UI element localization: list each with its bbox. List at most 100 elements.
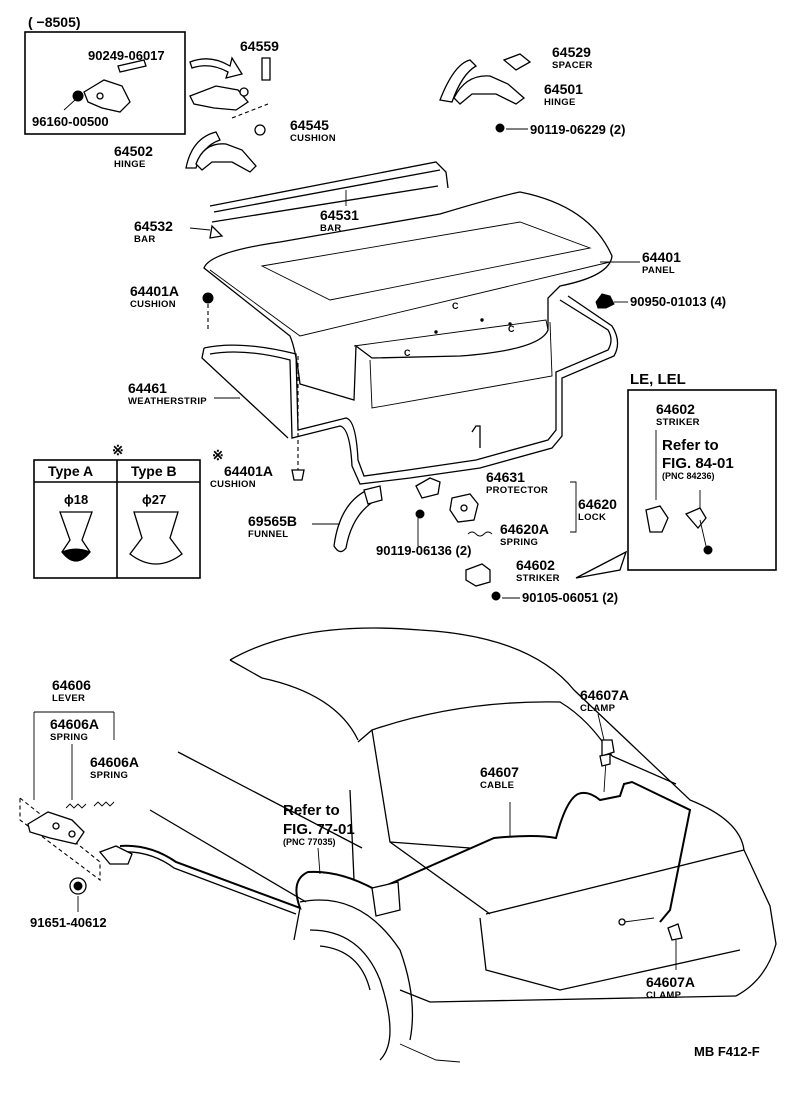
part-number-64529[interactable]: 64529: [552, 44, 591, 60]
spring-64606a-2: [93, 801, 115, 807]
le-part-number-64602[interactable]: 64602: [656, 401, 695, 417]
le-striker-drawing: [645, 505, 669, 533]
part-number-96160-00500[interactable]: 96160-00500: [32, 114, 109, 129]
cushion-64401a-top: [202, 292, 214, 304]
cable-64607: [117, 739, 692, 970]
part-number-64607a-top[interactable]: 64607A: [580, 687, 629, 703]
ref77-line1: Refer to: [283, 802, 340, 819]
lid-inner-panel: [369, 321, 553, 409]
le-lel-frame: [627, 389, 777, 571]
part-name-cushion-64545: CUSHION: [290, 133, 336, 144]
cushion-90950: [595, 293, 615, 309]
part-name-weatherstrip-64461: WEATHERSTRIP: [128, 396, 207, 407]
assembly-64559: 64559: [189, 38, 279, 119]
trunk-edge: [485, 849, 745, 915]
hinge-64502-body: [195, 143, 257, 173]
bolt-90105-06051: [491, 591, 501, 601]
bracket-hole: [239, 87, 249, 97]
inset-hole: [96, 92, 104, 100]
weatherstrip-outer: [203, 299, 612, 477]
door-seam: [349, 789, 355, 881]
part-name-spring-64620a: SPRING: [500, 537, 538, 548]
cushion-type-table: ※ Type A Type B ϕ18 ϕ27: [33, 442, 201, 579]
clamp-64607a-bottom: [667, 923, 683, 941]
part-number-64620a[interactable]: 64620A: [500, 521, 549, 537]
car-body-outline: [149, 627, 777, 1063]
ref77-line2[interactable]: FIG. 77-01: [283, 821, 355, 838]
part-number-64602[interactable]: 64602: [516, 557, 555, 573]
part-number-64606a-1[interactable]: 64606A: [50, 716, 99, 732]
part-name-funnel-69565b: FUNNEL: [248, 529, 288, 540]
car-roof-and-rear: [229, 627, 777, 997]
cable-end-bracket: [98, 845, 133, 865]
part-number-64461[interactable]: 64461: [128, 380, 167, 396]
asterisk-mark: ※: [212, 447, 224, 463]
lever-bracket-lines: [33, 711, 115, 800]
screw-91651-center: [73, 881, 83, 891]
part-number-91651-40612[interactable]: 91651-40612: [30, 915, 107, 930]
part-number-90119-06136[interactable]: 90119-06136 (2): [376, 543, 471, 558]
assembly-64401a-bottom: ※ 64401A CUSHION: [210, 447, 305, 490]
inset-hinge-bracket: [83, 79, 131, 113]
part-number-64532[interactable]: 64532: [134, 218, 173, 234]
part-number-90119-06229[interactable]: 90119-06229 (2): [530, 122, 625, 137]
lid-dot-1: [434, 330, 438, 334]
inset-arrow: [189, 56, 244, 79]
type-b-diameter: ϕ27: [142, 492, 166, 507]
trunk-lid-outer: [203, 191, 613, 401]
rear-window-top: [357, 701, 613, 757]
part-number-64620[interactable]: 64620: [578, 496, 617, 512]
bar-64531-upper: [209, 161, 449, 207]
spring-64606a-1: [65, 803, 87, 809]
le-striker-rod: [699, 519, 707, 547]
hinge-bracket-64559: [189, 85, 249, 111]
body-side-line: [149, 809, 307, 903]
body-side-upper: [177, 751, 363, 849]
type-b-header: Type B: [131, 463, 177, 479]
weatherstrip-inner: [209, 295, 619, 485]
part-number-64559[interactable]: 64559: [240, 38, 279, 54]
cable-sheath: [117, 851, 297, 915]
bolt-90119-06229: [495, 123, 505, 133]
part-number-64631[interactable]: 64631: [486, 469, 525, 485]
part-number-69565b[interactable]: 69565B: [248, 513, 297, 529]
part-number-64606a-2[interactable]: 64606A: [90, 754, 139, 770]
type-a-cushion-base: [61, 548, 91, 562]
le-ref-line2[interactable]: FIG. 84-01: [662, 455, 734, 472]
part-number-64531[interactable]: 64531: [320, 207, 359, 223]
type-table-mark: ※: [112, 442, 124, 458]
lock-assembly-64620: 64631 PROTECTOR 64620 LOCK 64620A SPRING…: [376, 469, 617, 558]
le-ref-line3: (PNC 84236): [662, 471, 715, 481]
part-name-spring-64606a-2: SPRING: [90, 770, 128, 781]
clamp-64607a-top: [601, 739, 615, 757]
part-number-64606[interactable]: 64606: [52, 677, 91, 693]
rear-bumper: [399, 989, 737, 1003]
part-number-64502[interactable]: 64502: [114, 143, 153, 159]
part-number-64607[interactable]: 64607: [480, 764, 519, 780]
part-number-64401a-bottom[interactable]: 64401A: [224, 463, 273, 479]
bolt-90249: [117, 59, 147, 73]
lid-dot-3: [508, 322, 512, 326]
part-number-64401a-top[interactable]: 64401A: [130, 283, 179, 299]
wheel-arch: [299, 899, 414, 1041]
part-name-spring-64606a-1: SPRING: [50, 732, 88, 743]
part-number-64545[interactable]: 64545: [290, 117, 329, 133]
cable-guide-bracket: [371, 881, 401, 917]
part-number-64501[interactable]: 64501: [544, 81, 583, 97]
part-number-64607a-bottom[interactable]: 64607A: [646, 974, 695, 990]
clamp-64607a-top-b: [599, 753, 611, 767]
ref-fig-77-01: Refer to FIG. 77-01 (PNC 77035): [283, 802, 355, 875]
cable-end: [618, 918, 626, 926]
part-number-64401[interactable]: 64401: [642, 249, 681, 265]
le-part-name-striker: STRIKER: [656, 417, 700, 428]
le-lel-box: LE, LEL 64602 STRIKER Refer to FIG. 84-0…: [627, 371, 777, 571]
part-number-90105-06051[interactable]: 90105-06051 (2): [522, 590, 618, 605]
assembly-64501: 64529 SPACER 64501 HINGE 90119-06229 (2): [439, 44, 625, 137]
part-number-90950-01013[interactable]: 90950-01013 (4): [630, 294, 726, 309]
assembly-64545: 64545 CUSHION: [254, 117, 336, 144]
type-a-diameter: ϕ18: [64, 492, 88, 507]
trunk-lid-panel-64401: C C C 64401 PANEL: [203, 191, 681, 409]
weatherstrip-64461: 64461 WEATHERSTRIP: [128, 295, 619, 485]
inset-range-label: ( −8505): [28, 14, 81, 30]
part-number-90249-06017[interactable]: 90249-06017: [88, 48, 165, 63]
